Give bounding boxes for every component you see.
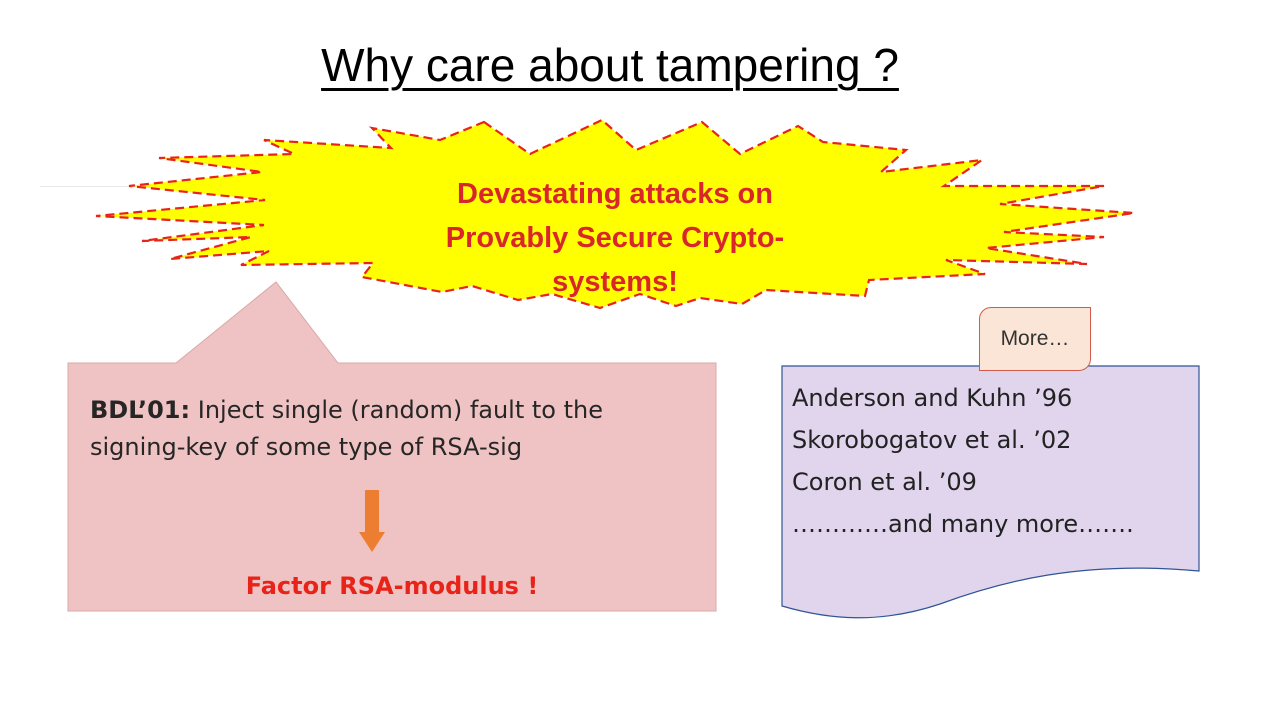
burst-text-line-1: Devastating attacks on <box>457 178 773 210</box>
bdl-callout-shape <box>67 281 717 612</box>
reference-item: …………and many more……. <box>792 510 1134 538</box>
slide-title-text: Why care about tampering ? <box>321 39 899 91</box>
divider-line <box>40 186 160 187</box>
bdl-text: Inject single (random) fault to the sign… <box>90 396 603 461</box>
reference-item: Coron et al. ’09 <box>792 468 977 496</box>
burst-text-line-3: systems! <box>552 266 678 298</box>
reference-item: Skorobogatov et al. ’02 <box>792 426 1072 454</box>
burst-text: Devastating attacks on Provably Secure C… <box>380 172 850 304</box>
reference-item: Anderson and Kuhn ’96 <box>792 384 1073 412</box>
more-link-tag[interactable]: More… <box>979 307 1091 371</box>
slide-title: Why care about tampering ? <box>0 38 1220 92</box>
bdl-description: BDL’01: Inject single (random) fault to … <box>90 392 700 466</box>
factor-result: Factor RSA-modulus ! <box>245 572 539 600</box>
down-arrow-icon <box>359 490 385 552</box>
references-list: Anderson and Kuhn ’96 Skorobogatov et al… <box>792 377 1192 545</box>
down-arrow-shape <box>359 490 385 552</box>
references-document-shape <box>781 365 1200 619</box>
burst-text-line-2: Provably Secure Crypto- <box>445 222 785 254</box>
bdl-label: BDL’01: <box>90 396 191 424</box>
starburst-polygon <box>95 118 1135 310</box>
